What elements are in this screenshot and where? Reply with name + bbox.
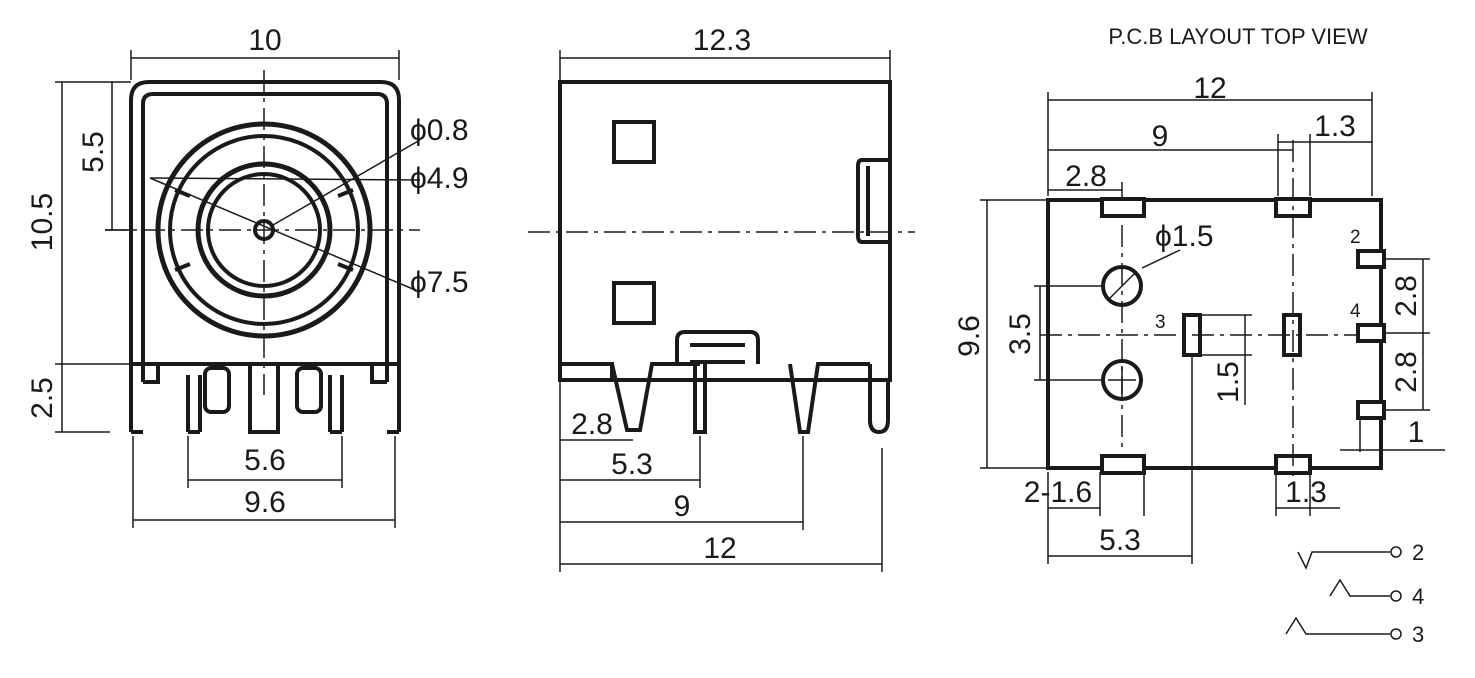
pcb-hole-dia-label: ϕ1.5 bbox=[1155, 220, 1214, 253]
pcb-d28-top-label: 2.8 bbox=[1065, 160, 1107, 193]
side-length-label: 12.3 bbox=[693, 24, 751, 57]
side-view: 12.3 2.8 5.3 9 12 bbox=[528, 24, 915, 572]
side-d3-label: 9 bbox=[674, 490, 691, 523]
pcb-layout-view: P.C.B LAYOUT TOP VIEW bbox=[953, 24, 1445, 564]
pin-4-label: 4 bbox=[1350, 301, 1361, 322]
schematic-pin-3: 3 bbox=[1412, 622, 1424, 647]
pcb-d13-bottom-label: 1.3 bbox=[1285, 476, 1327, 509]
front-width-label: 10 bbox=[248, 24, 281, 57]
pin-2-label: 2 bbox=[1350, 227, 1361, 248]
side-d1-label: 2.8 bbox=[571, 408, 613, 441]
pad-bottom-left bbox=[1100, 454, 1146, 475]
side-d4-label: 12 bbox=[703, 532, 736, 565]
pad-pin-2 bbox=[1356, 249, 1386, 269]
pcb-d13-top-label: 1.3 bbox=[1314, 110, 1356, 143]
pcb-d28-right-a-label: 2.8 bbox=[1390, 275, 1423, 317]
side-d2-label: 5.3 bbox=[611, 448, 653, 481]
front-height-total-label: 10.5 bbox=[26, 193, 59, 251]
pcb-d15-label: 1.5 bbox=[1212, 361, 1245, 403]
pcb-title: P.C.B LAYOUT TOP VIEW bbox=[1108, 24, 1367, 49]
pad-top-left bbox=[1100, 197, 1146, 218]
schematic-pin-4: 4 bbox=[1412, 584, 1424, 609]
pcb-d28-right-b-label: 2.8 bbox=[1390, 351, 1423, 393]
pad-pin-extra bbox=[1356, 400, 1386, 420]
pin-schematic: 2 4 3 bbox=[1285, 540, 1424, 647]
pin-span-outer-label: 9.6 bbox=[244, 486, 286, 519]
phi-mid-label: ϕ4.9 bbox=[410, 162, 469, 195]
pcb-d53-label: 5.3 bbox=[1099, 524, 1141, 557]
pcb-width-label: 12 bbox=[1193, 72, 1226, 105]
pcb-d35-label: 3.5 bbox=[1004, 313, 1037, 355]
phi-large-label: ϕ7.5 bbox=[410, 266, 469, 299]
pcb-height-label: 9.6 bbox=[953, 315, 986, 357]
pin-span-inner-label: 5.6 bbox=[244, 444, 286, 477]
pin-3-label: 3 bbox=[1155, 312, 1166, 333]
schematic-pin-2: 2 bbox=[1412, 540, 1424, 565]
front-pin-height-label: 2.5 bbox=[26, 377, 59, 419]
pcb-d1-label: 1 bbox=[1408, 416, 1425, 449]
pad-pin-4 bbox=[1356, 323, 1386, 343]
pcb-pad-note-label: 2-1.6 bbox=[1024, 476, 1092, 509]
front-height-center-label: 5.5 bbox=[77, 131, 110, 173]
pcb-d9-label: 9 bbox=[1152, 120, 1169, 153]
phi-small-label: ϕ0.8 bbox=[410, 114, 469, 147]
front-view: 10 10.5 5.5 2.5 ϕ0.8 ϕ4.9 ϕ7.5 5.6 9.6 bbox=[26, 24, 469, 528]
